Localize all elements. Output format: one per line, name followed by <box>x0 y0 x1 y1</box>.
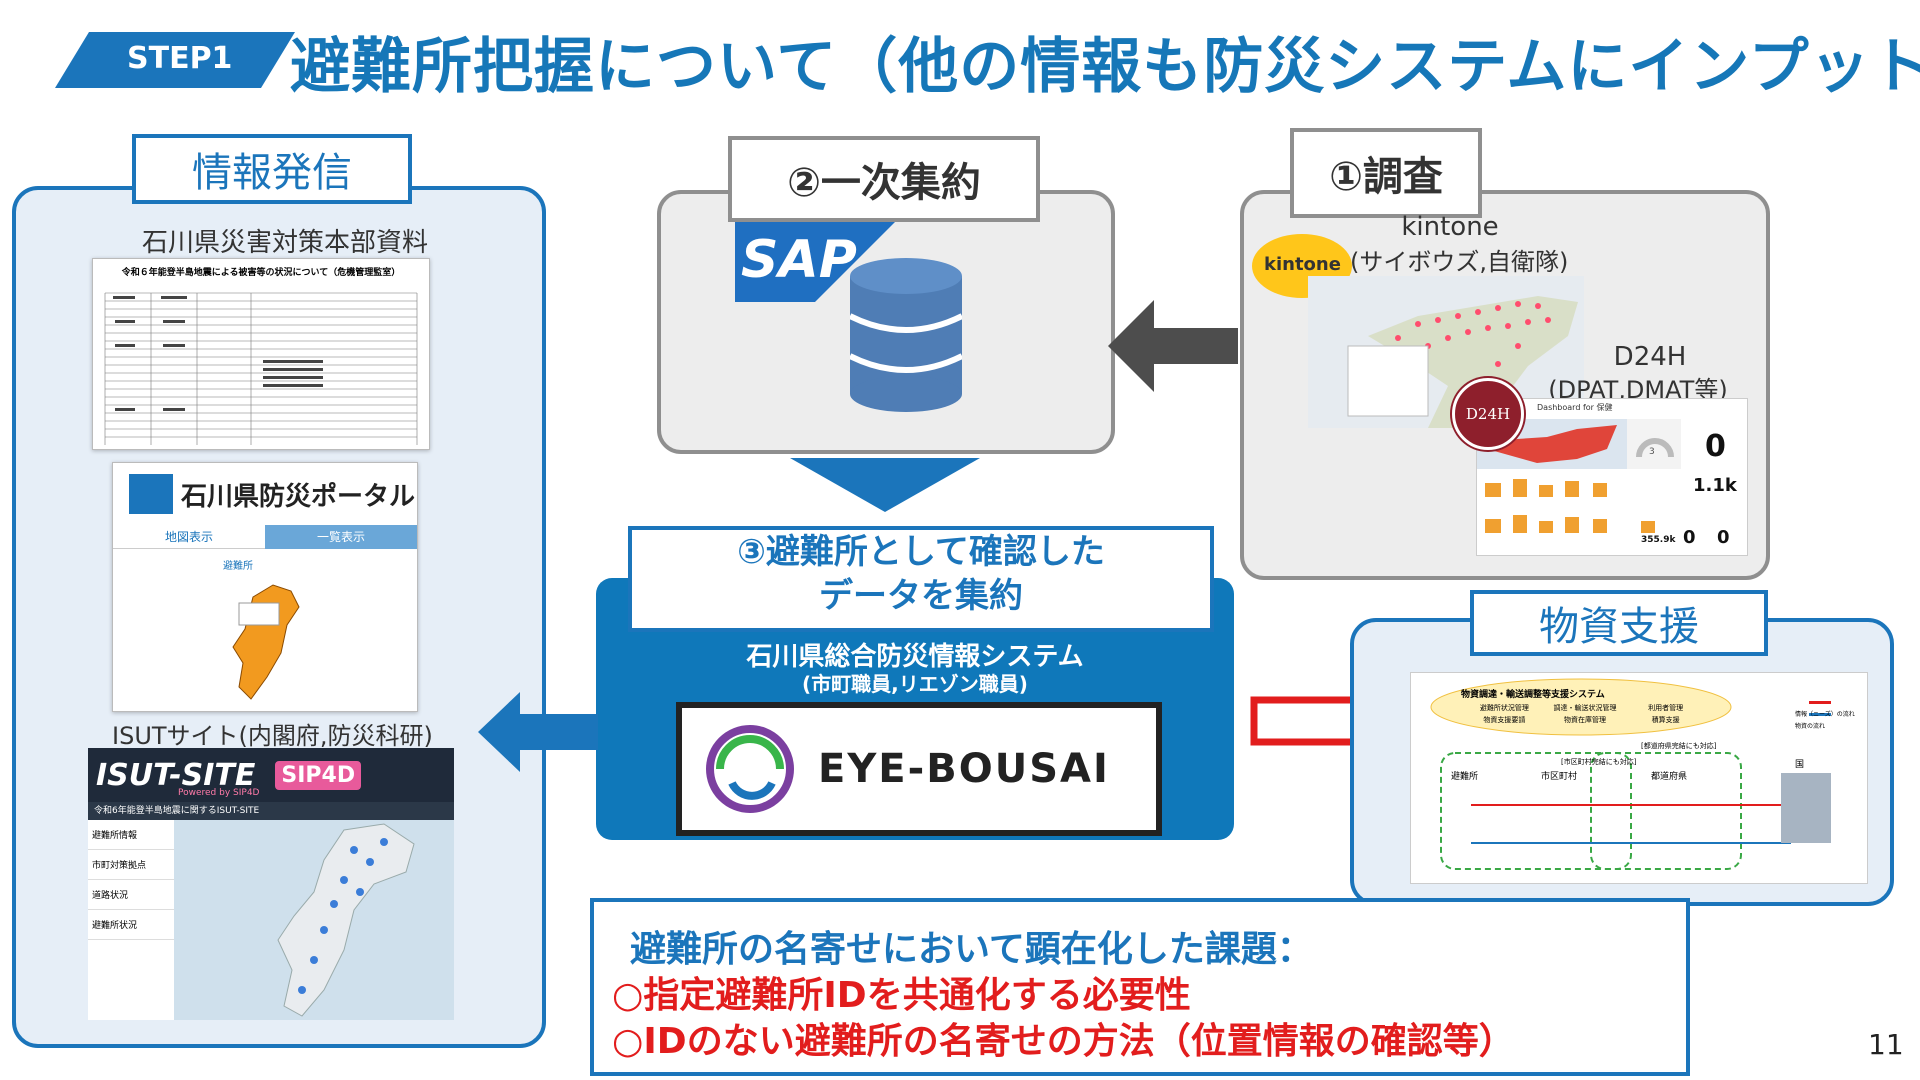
diagram-box: 積算支援 <box>1651 716 1680 724</box>
disaster-doc-thumbnail: 令和６年能登半島地震による被害等の状況について（危機管理監室） <box>92 258 430 450</box>
bousai-portal-thumbnail: 石川県防災ポータル 地図表示 一覧表示 避難所 <box>112 462 418 712</box>
primary-aggregation-tab: ②一次集約 <box>728 136 1040 222</box>
diagram-box: 物資支援要請 <box>1483 716 1526 724</box>
survey-tab: ①調査 <box>1290 128 1482 218</box>
diagram-node: 市区町村 <box>1541 772 1578 782</box>
dashboard-kpi: 1.1k <box>1693 475 1737 496</box>
diagram-legend: 物資の流れ <box>1795 723 1826 730</box>
left-arrow-blue-icon <box>478 692 598 772</box>
diagram-title: 物資調達・輸送調整等支援システム <box>1461 690 1605 700</box>
portal-title: 石川県防災ポータル <box>181 481 416 512</box>
kintone-sub: (サイボウズ,自衛隊) <box>1350 248 1569 276</box>
d24h-dashboard-thumbnail: Dashboard for 保健 3 0 1.1k 355.9k 0 0 <box>1476 398 1748 556</box>
dashboard-kpi: 0 <box>1717 527 1730 548</box>
isut-page-title: 令和6年能登半島地震に関するISUT-SITE <box>88 802 454 820</box>
d24h-badge: D24H <box>1452 378 1524 450</box>
diagram-box: 避難所状況管理 <box>1479 704 1529 712</box>
issues-heading: 避難所の名寄せにおいて顕在化した課題： <box>630 929 1313 970</box>
d24h-badge-text: D24H <box>1465 405 1511 423</box>
disaster-doc-caption: 石川県災害対策本部資料 <box>141 228 428 258</box>
portal-tab-map[interactable]: 地図表示 <box>113 525 265 549</box>
issue-item: ○指定避難所IDを共通化する必要性 <box>612 975 1191 1016</box>
kintone-logo-text: kintone <box>1264 254 1341 275</box>
diagram-region: [市区町村完結にも対応] <box>1561 758 1637 766</box>
down-arrow-icon <box>790 458 980 512</box>
isut-menu-item[interactable]: 市町対策拠点 <box>88 850 174 880</box>
isut-menu-item[interactable]: 避難所情報 <box>88 820 174 850</box>
isut-menu-item[interactable]: 避難所状況 <box>88 910 174 940</box>
disaster-doc-title: 令和６年能登半島地震による被害等の状況について（危機管理監室） <box>121 268 401 278</box>
dashboard-kpi: 0 <box>1705 429 1726 464</box>
diagram-box: 物資在庫管理 <box>1563 716 1606 724</box>
supply-system-diagram: 物資調達・輸送調整等支援システム 避難所状況管理 調達・輸送状況管理 利用者管理… <box>1410 672 1868 884</box>
aggregation-heading-box: ③避難所として確認した データを集約 <box>628 526 1214 632</box>
eye-bousai-emblem-icon <box>706 725 794 813</box>
diagram-node: 国 <box>1795 760 1805 770</box>
disaster-doc-table <box>104 292 418 445</box>
diagram-node: 都道府県 <box>1651 772 1688 782</box>
page-number: 11 <box>1868 1028 1904 1061</box>
sap-logo-shape <box>735 222 895 302</box>
aggregation-heading-line1: ③避難所として確認した <box>737 532 1105 572</box>
dashboard-kpi: 355.9k <box>1641 535 1676 545</box>
isut-logo: ISUT-SITE <box>96 757 256 793</box>
diagram-node: 避難所 <box>1451 772 1479 782</box>
isut-map <box>174 820 454 1020</box>
step-badge: STEP1 <box>55 32 295 88</box>
sip4d-logo: SIP4D <box>275 760 362 790</box>
database-icon <box>848 258 964 412</box>
sap-logo: SAP <box>735 222 895 302</box>
kintone-map-thumbnail <box>1308 276 1584 428</box>
dashboard-title: Dashboard for 保健 <box>1537 403 1613 412</box>
diagram-legend: 情報（ニーズ）の流れ <box>1795 711 1855 718</box>
aggregation-heading-line2: データを集約 <box>819 576 1023 616</box>
portal-heading: 避難所 <box>223 561 253 572</box>
dashboard-kpi: 0 <box>1683 527 1696 548</box>
issue-item: ○IDのない避難所の名寄せの方法（位置情報の確認等） <box>612 1021 1515 1062</box>
isut-site-thumbnail: ISUT-SITE SIP4D Powered by SIP4D 令和6年能登半… <box>88 748 454 1020</box>
diagram-box: 調達・輸送状況管理 <box>1553 704 1617 712</box>
info-dissemination-tab: 情報発信 <box>132 134 412 204</box>
left-arrow-gray-icon <box>1108 300 1238 392</box>
d24h-label: D24H <box>1613 342 1687 372</box>
issues-box: 避難所の名寄せにおいて顕在化した課題： ○指定避難所IDを共通化する必要性 ○I… <box>590 898 1690 1076</box>
kintone-label: kintone <box>1401 212 1499 242</box>
ishikawa-emblem-icon <box>129 474 173 514</box>
step-label: STEP1 <box>127 41 233 76</box>
diagram-region: [都道府県完結にも対応] <box>1641 742 1717 750</box>
portal-tab-list[interactable]: 一覧表示 <box>265 525 417 549</box>
eye-bousai-logo-text: EYE-BOUSAI <box>818 746 1110 792</box>
portal-map <box>232 584 300 700</box>
page-title: 避難所把握について（他の情報も防災システムにインプット） <box>290 32 1920 102</box>
isut-caption: ISUTサイト(内閣府,防災科研) <box>112 722 433 750</box>
system-name: 石川県総合防災情報システム <box>746 642 1084 672</box>
diagram-box: 利用者管理 <box>1648 704 1684 712</box>
isut-powered-by: Powered by SIP4D <box>178 788 260 798</box>
isut-menu-item[interactable]: 道路状況 <box>88 880 174 910</box>
step-badge-shape <box>55 32 295 88</box>
system-sub: (市町職員,リエゾン職員) <box>802 672 1028 696</box>
dashboard-gauge-value: 3 <box>1649 447 1655 457</box>
supply-support-tab: 物資支援 <box>1470 590 1768 656</box>
sap-logo-text: SAP <box>741 230 857 290</box>
eye-bousai-logo: EYE-BOUSAI <box>676 702 1162 836</box>
